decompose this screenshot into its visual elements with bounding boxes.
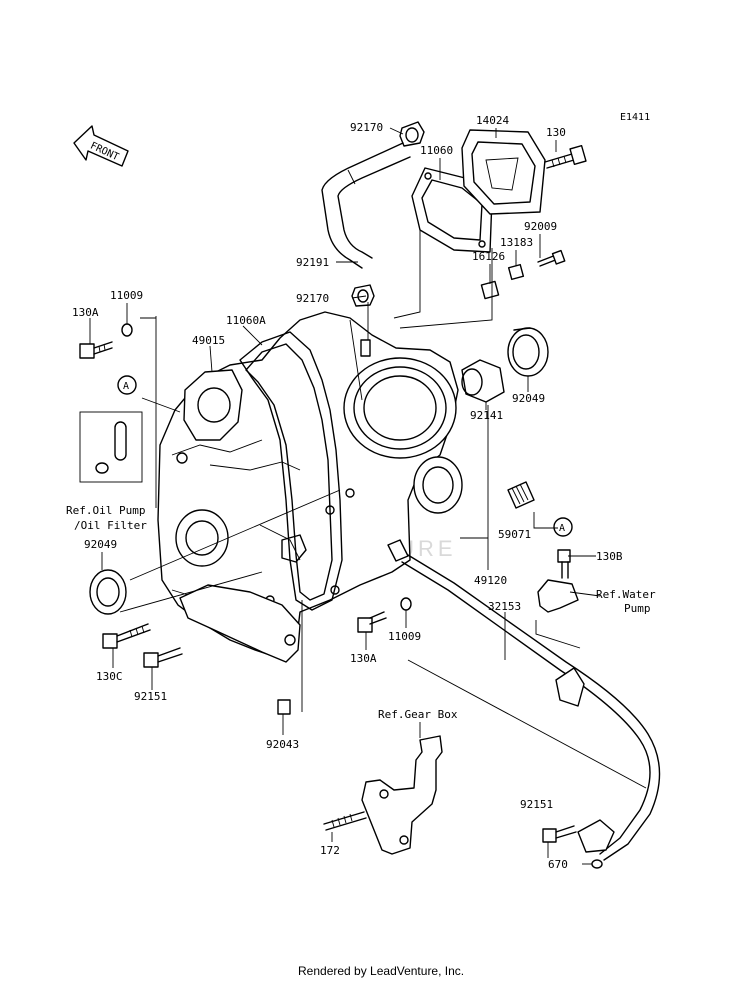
ref-a-left-label: A <box>123 381 129 392</box>
screw-92009 <box>537 249 566 267</box>
front-arrow-icon: FRONT <box>73 125 129 167</box>
label-130a-left: 130A <box>72 306 99 319</box>
oil-seal-right <box>507 327 549 377</box>
label-11060: 11060 <box>420 144 453 157</box>
ref-gear-box: Ref.Gear Box <box>378 708 458 721</box>
bolt-92151-right <box>542 825 577 843</box>
dowel-92043 <box>277 699 291 715</box>
bolt-92151-left <box>143 647 183 668</box>
oil-pump-ref-box <box>79 411 143 483</box>
gear-box-bracket <box>361 735 443 855</box>
ref-water-pump-line1: Ref.Water <box>596 588 656 601</box>
label-92049-right: 92049 <box>512 392 545 405</box>
washer-11009-mid <box>400 597 412 611</box>
ref-water-pump-line2: Pump <box>624 602 651 615</box>
label-670: 670 <box>548 858 568 871</box>
bolt-130b <box>557 549 571 579</box>
breather-fitting <box>360 339 371 357</box>
crankcase <box>157 311 463 663</box>
label-92170-mid: 92170 <box>296 292 329 305</box>
hose-clamp-mid <box>351 284 375 307</box>
cover-14024 <box>461 129 546 215</box>
label-13183: 13183 <box>500 236 533 249</box>
bolt-130 <box>544 144 587 169</box>
stud-172 <box>323 811 367 831</box>
label-14024: 14024 <box>476 114 509 127</box>
label-172: 172 <box>320 844 340 857</box>
ref-oil-pump-line1: Ref.Oil Pump <box>66 504 145 517</box>
ref-a-right-label: A <box>559 523 565 534</box>
label-130b: 130B <box>596 550 623 563</box>
water-pump-bracket <box>537 579 579 613</box>
hose-clamp-top <box>399 121 425 147</box>
ref-a-right: A <box>553 517 573 537</box>
dowel-13183 <box>507 263 525 281</box>
bushing-92141 <box>461 359 505 403</box>
label-32153: 32153 <box>488 600 521 613</box>
label-130c: 130C <box>96 670 123 683</box>
plug-59071 <box>507 481 535 509</box>
label-92141: 92141 <box>470 409 503 422</box>
label-11009-mid: 11009 <box>388 630 421 643</box>
breather-hose <box>321 142 411 269</box>
bolt-130a-left <box>79 341 113 359</box>
pin-49120 <box>387 539 409 562</box>
credit-text: Rendered by LeadVenture, Inc. <box>298 964 464 978</box>
o-ring-670 <box>591 859 603 869</box>
label-49015: 49015 <box>192 334 225 347</box>
label-92151-left: 92151 <box>134 690 167 703</box>
ref-oil-pump-line2: /Oil Filter <box>74 519 147 532</box>
label-92049-left: 92049 <box>84 538 117 551</box>
label-130: 130 <box>546 126 566 139</box>
bolt-130c <box>102 623 151 649</box>
label-11060a: 11060A <box>226 314 266 327</box>
leader-lines <box>89 127 647 865</box>
ref-a-left: A <box>117 375 137 395</box>
washer-11009-left <box>121 323 133 337</box>
label-11009-left: 11009 <box>110 289 143 302</box>
label-92151-right: 92151 <box>520 798 553 811</box>
label-49120: 49120 <box>474 574 507 587</box>
callout-labels: 92170 14024 130 11060 92009 13183 16126 … <box>72 114 623 871</box>
label-92191: 92191 <box>296 256 329 269</box>
oil-pipe-32153 <box>401 554 661 861</box>
label-130a-mid: 130A <box>350 652 377 665</box>
label-59071: 59071 <box>498 528 531 541</box>
label-16126: 16126 <box>472 250 505 263</box>
oil-seal-left <box>89 569 127 615</box>
label-92043: 92043 <box>266 738 299 751</box>
label-92170-top: 92170 <box>350 121 383 134</box>
label-92009: 92009 <box>524 220 557 233</box>
diagram-code: E1411 <box>620 112 650 123</box>
bolt-130a-mid <box>357 611 387 633</box>
